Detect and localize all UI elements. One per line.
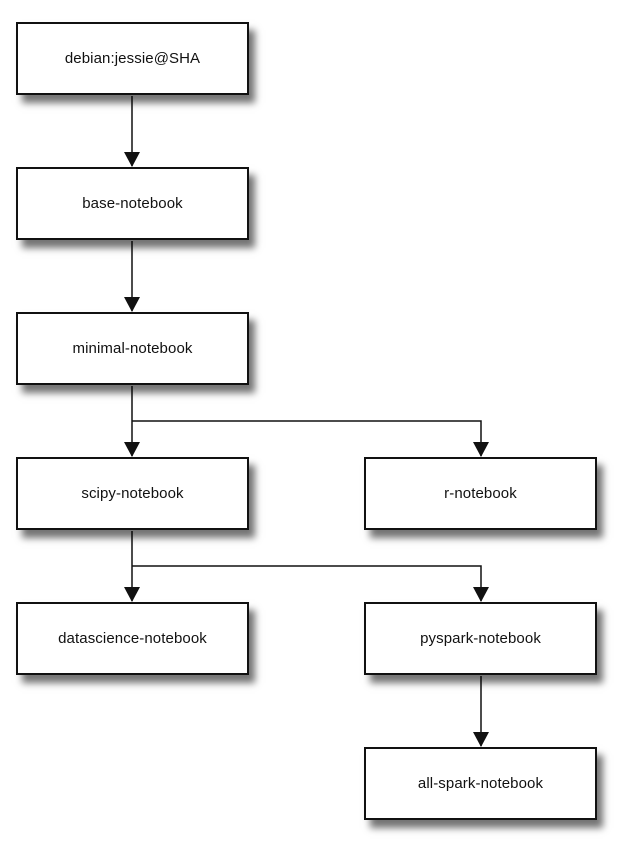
arrowhead-minimal bbox=[124, 297, 140, 312]
arrowhead-r bbox=[473, 442, 489, 457]
arrowhead-datascience bbox=[124, 587, 140, 602]
arrowhead-allspark bbox=[473, 732, 489, 747]
node-r-notebook: r-notebook bbox=[364, 457, 597, 530]
node-label: pyspark-notebook bbox=[420, 630, 541, 647]
node-all-spark-notebook: all-spark-notebook bbox=[364, 747, 597, 820]
node-label: datascience-notebook bbox=[58, 630, 207, 647]
node-base-notebook: base-notebook bbox=[16, 167, 249, 240]
node-pyspark-notebook: pyspark-notebook bbox=[364, 602, 597, 675]
node-label: base-notebook bbox=[82, 195, 183, 212]
node-minimal-notebook: minimal-notebook bbox=[16, 312, 249, 385]
node-label: scipy-notebook bbox=[81, 485, 184, 502]
arrowhead-scipy bbox=[124, 442, 140, 457]
edge-minimal-to-r bbox=[132, 420, 482, 456]
node-label: r-notebook bbox=[444, 485, 517, 502]
node-label: debian:jessie@SHA bbox=[64, 50, 201, 67]
arrowhead-pyspark bbox=[473, 587, 489, 602]
node-label: minimal-notebook bbox=[72, 340, 193, 357]
node-label: all-spark-notebook bbox=[417, 775, 544, 792]
node-datascience-notebook: datascience-notebook bbox=[16, 602, 249, 675]
node-scipy-notebook: scipy-notebook bbox=[16, 457, 249, 530]
arrowhead-base bbox=[124, 152, 140, 167]
edge-scipy-to-pyspark bbox=[132, 565, 482, 601]
node-debian-jessie: debian:jessie@SHA bbox=[16, 22, 249, 95]
